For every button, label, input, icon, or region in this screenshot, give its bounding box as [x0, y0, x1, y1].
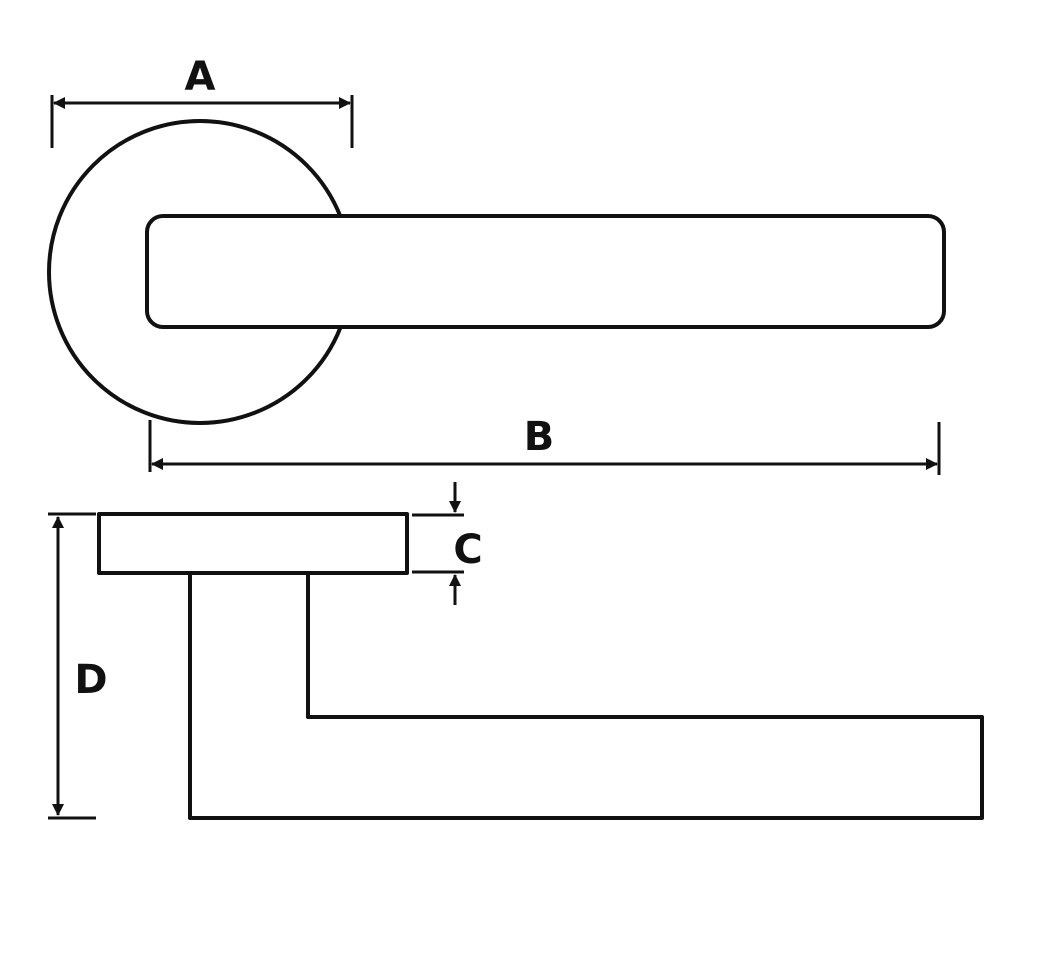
dimension-a: A: [50, 54, 354, 148]
rose-side: [97, 512, 409, 575]
dimension-a-label: A: [185, 54, 216, 100]
lever-side: [188, 573, 984, 820]
side-view: [97, 512, 984, 820]
front-view: [47, 119, 946, 425]
dimension-c-label: C: [453, 527, 482, 573]
dimension-d: D: [48, 512, 108, 820]
dimension-b-label: B: [524, 414, 555, 460]
dimension-d-label: D: [74, 657, 107, 703]
lever-front: [145, 214, 946, 329]
dimension-c: C: [412, 482, 483, 605]
dimension-b: B: [148, 414, 941, 475]
